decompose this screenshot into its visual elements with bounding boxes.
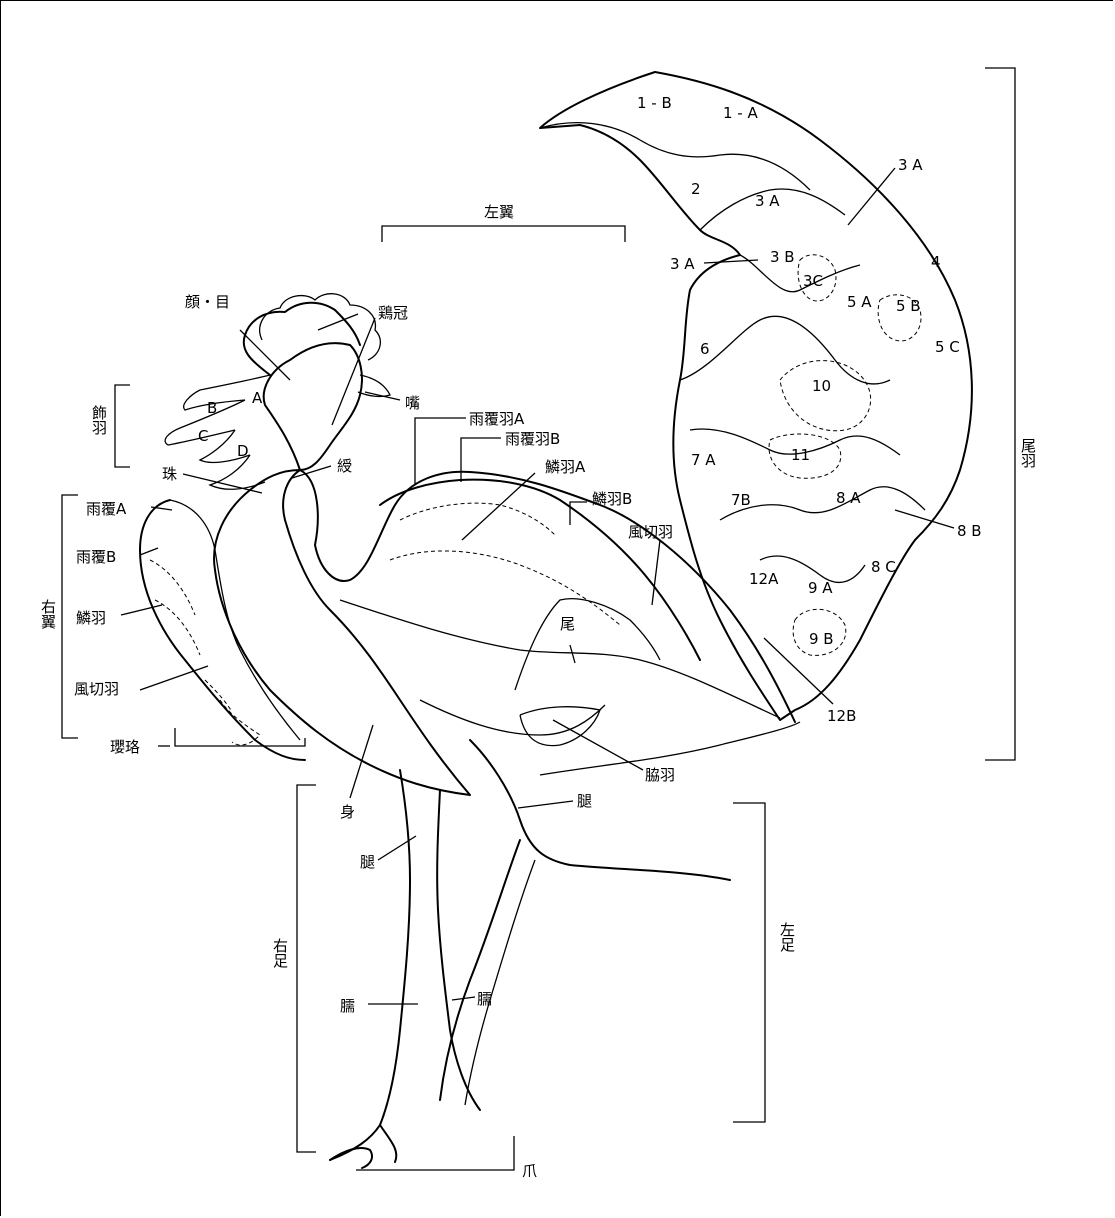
label-tail-3a-left: 3 A [670, 255, 695, 273]
label-shank-right: 臑 [340, 997, 355, 1015]
label-head-b: B [207, 399, 217, 417]
label-tail-3b: 3 B [770, 248, 795, 266]
label-tail-3c: 3C [803, 272, 823, 290]
tail-top-feather [540, 123, 810, 190]
label-thigh-right: 腿 [360, 853, 375, 871]
right-foot-bracket [297, 785, 316, 1152]
left-leg-outline [470, 740, 730, 880]
leader-thigh-left [518, 801, 573, 808]
left-leg-shank [440, 840, 520, 1100]
label-flight-left: 風切羽 [628, 523, 673, 541]
label-bead: 珠 [162, 465, 177, 483]
label-shank-left: 臑 [477, 990, 492, 1008]
label-comb: 鶏冠 [378, 304, 408, 322]
label-tail-3a-mid: 3 A [755, 192, 780, 210]
label-head-a: A [252, 389, 263, 407]
label-tail-11: 11 [791, 446, 810, 464]
leader-flight-right [140, 666, 208, 690]
leader-bead [183, 474, 262, 493]
left-wing-outline [380, 480, 700, 660]
label-tail-7b: 7B [731, 491, 751, 509]
label-covert-a-right: 雨覆A [86, 500, 127, 518]
label-tail-8c: 8 C [871, 558, 896, 576]
left-foot-bracket [733, 803, 765, 1122]
label-tail-2: 2 [691, 180, 701, 198]
label-left-wing: 左翼 [484, 203, 514, 221]
label-tail-12a: 12A [749, 570, 779, 588]
label-ribbon: 綬 [337, 457, 352, 475]
label-covert-a-left: 雨覆羽A [469, 410, 525, 428]
label-scale-a-left: 鱗羽A [545, 458, 586, 476]
label-tail-8a: 8 A [836, 489, 861, 507]
leader-small-tail [570, 645, 575, 663]
label-tail-9a: 9 A [808, 579, 833, 597]
label-tail-1b: 1 - B [637, 94, 672, 112]
tail-inner-10 [780, 361, 871, 431]
right-wing-inner-edge [170, 500, 300, 740]
leader-3a-top [848, 168, 895, 225]
label-tail-12b: 12B [827, 707, 856, 725]
left-wing-scale-lines [390, 551, 620, 625]
label-beak: 嘴 [405, 394, 420, 412]
label-covert-b-right: 雨覆B [76, 548, 116, 566]
label-ornament-feathers: 飾羽 [90, 405, 108, 435]
left-wing-covert-lines [400, 503, 555, 535]
label-tail-3a-top: 3 A [898, 156, 923, 174]
belly-line [420, 700, 605, 735]
neck-outline [264, 343, 362, 470]
leader-flank [553, 720, 643, 770]
label-flank: 脇羽 [645, 766, 675, 784]
right-foot-claw [330, 1125, 396, 1168]
label-scale-right: 鱗羽 [76, 609, 106, 627]
label-tail-8b: 8 B [957, 522, 982, 540]
ornament-bracket [115, 385, 130, 467]
leader-body [350, 725, 373, 798]
label-face-eye: 顔・目 [185, 293, 230, 311]
label-covert-b-left: 雨覆羽B [505, 430, 560, 448]
right-wing-scales [150, 560, 200, 655]
label-flight-right: 風切羽 [74, 680, 119, 698]
small-tail-outline [515, 599, 660, 690]
leader-8b [895, 510, 954, 528]
label-tail-6: 6 [700, 340, 710, 358]
label-tail-5a: 5 A [847, 293, 872, 311]
brackets [62, 68, 1015, 1170]
label-tail-5b: 5 B [896, 297, 921, 315]
label-right-wing: 右翼 [39, 599, 57, 629]
label-left-foot: 左足 [778, 922, 796, 953]
label-tail-1a: 1 - A [723, 104, 758, 122]
label-tail-feathers: 尾羽 [1019, 438, 1037, 468]
label-thigh-left: 腿 [577, 792, 592, 810]
tail-feathers-bracket [985, 68, 1015, 760]
label-tail-small: 尾 [560, 615, 575, 633]
label-tail-7a: 7 A [691, 451, 716, 469]
right-leg-outline [330, 770, 410, 1160]
claw-bracket [356, 1136, 514, 1170]
right-wing-outline [140, 500, 305, 760]
leader-scale-a-left [462, 473, 535, 540]
label-tail-5c: 5 C [935, 338, 960, 356]
rooster-illustration [140, 72, 972, 1168]
leader-covert-b-right [140, 548, 158, 555]
left-wing-bracket [382, 226, 625, 242]
labels: 1 - B 1 - A 2 3 A 3 A 3 A 3 B 3C 4 5 A 5… [39, 94, 1037, 1180]
label-tail-4: 4 [931, 253, 941, 271]
label-right-foot: 右足 [271, 938, 289, 969]
label-tail-9b: 9 B [809, 630, 834, 648]
label-claw: 爪 [522, 1162, 537, 1180]
label-necklace: 瓔珞 [110, 738, 140, 756]
back-outline [300, 470, 795, 722]
label-head-c: C [198, 427, 208, 445]
label-head-d: D [237, 442, 249, 460]
leader-comb-2 [332, 318, 375, 425]
label-scale-b-left: 鱗羽B [592, 490, 632, 508]
necklace-bracket [175, 728, 305, 746]
label-body: 身 [340, 803, 355, 821]
leader-flight-left [652, 540, 660, 605]
label-tail-10: 10 [812, 377, 831, 395]
